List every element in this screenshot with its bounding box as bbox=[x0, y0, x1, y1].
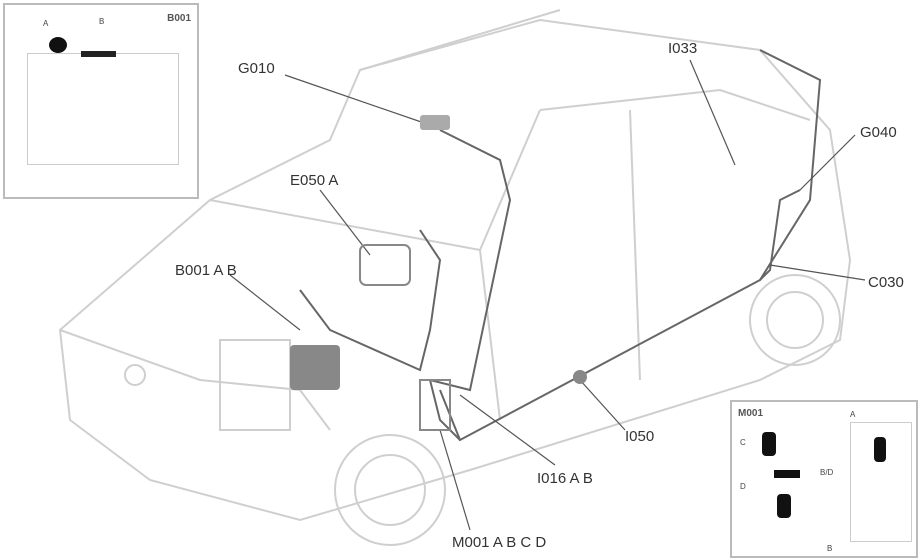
connector-a bbox=[874, 437, 886, 462]
battery-terminal bbox=[49, 37, 67, 53]
label-i016: I016 A B bbox=[537, 470, 593, 487]
inset-b001-label-b: B bbox=[99, 17, 105, 26]
label-g010: G010 bbox=[238, 60, 275, 77]
connector-bd bbox=[774, 470, 800, 478]
connector-c bbox=[762, 432, 776, 456]
car-outline bbox=[58, 9, 852, 546]
fuse-bar bbox=[81, 51, 116, 57]
label-c030: C030 bbox=[868, 274, 904, 291]
fuse-box bbox=[27, 53, 179, 165]
connector-d bbox=[777, 494, 791, 518]
module-outline bbox=[850, 422, 912, 542]
label-g040: G040 bbox=[860, 124, 897, 141]
inset-m001-label-a: A bbox=[850, 410, 856, 419]
leader-lines bbox=[229, 59, 866, 531]
inset-b001-title: B001 bbox=[167, 13, 191, 24]
wiring-harness bbox=[299, 49, 822, 442]
inset-b001-label-a: A bbox=[43, 19, 49, 28]
inset-b001: B001 A B bbox=[3, 3, 199, 199]
label-i033: I033 bbox=[668, 40, 698, 57]
label-e050: E050 A bbox=[290, 172, 339, 189]
label-m001: M001 A B C D bbox=[452, 534, 547, 551]
inset-m001-title: M001 bbox=[738, 408, 764, 419]
inset-m001-label-b: B bbox=[827, 544, 833, 553]
label-b001: B001 A B bbox=[175, 262, 237, 279]
inset-m001-label-bd: B/D bbox=[820, 468, 834, 477]
components bbox=[290, 115, 587, 431]
label-i050: I050 bbox=[625, 428, 655, 445]
inset-m001-label-d: D bbox=[740, 482, 746, 491]
inset-m001-label-c: C bbox=[740, 438, 746, 447]
inset-m001: M001 C D B/D A B bbox=[730, 400, 918, 558]
